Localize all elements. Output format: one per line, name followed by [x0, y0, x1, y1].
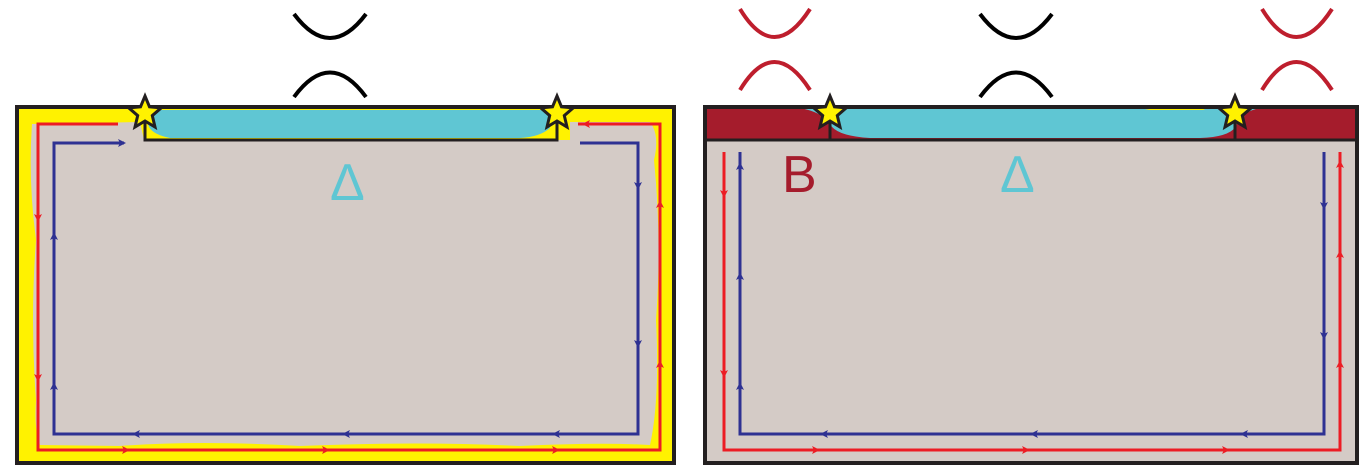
right-star-icon-2 [1215, 92, 1255, 131]
right-gapped-cone-icon-left [738, 7, 812, 92]
right-b-label: B [782, 146, 817, 204]
right-star-icon-1 [810, 92, 850, 131]
right-panel: B Δ [703, 7, 1359, 465]
right-dirac-cone-icon [978, 12, 1054, 99]
left-red-arrows [34, 120, 664, 454]
right-delta-region [800, 108, 1260, 138]
left-sc-boundary [143, 112, 559, 142]
left-delta-region [148, 110, 550, 138]
left-dirac-cone-icon [292, 12, 368, 99]
right-delta-label: Δ [1000, 146, 1035, 204]
left-bulk [30, 122, 659, 446]
left-outline [15, 105, 676, 465]
right-bulk [705, 107, 1357, 463]
right-outline [703, 105, 1359, 465]
right-gapped-cone-icon-right [1260, 7, 1334, 92]
left-delta-label: Δ [330, 154, 365, 212]
right-blue-arrows [736, 162, 1328, 438]
left-panel: Δ [15, 12, 676, 465]
right-red-edge-mode [722, 152, 1342, 452]
left-star-icon-2 [537, 92, 577, 131]
right-red-arrows [720, 160, 1344, 454]
left-red-edge-mode [36, 122, 662, 452]
left-blue-arrows [50, 139, 642, 438]
left-star-icon-1 [125, 92, 165, 131]
